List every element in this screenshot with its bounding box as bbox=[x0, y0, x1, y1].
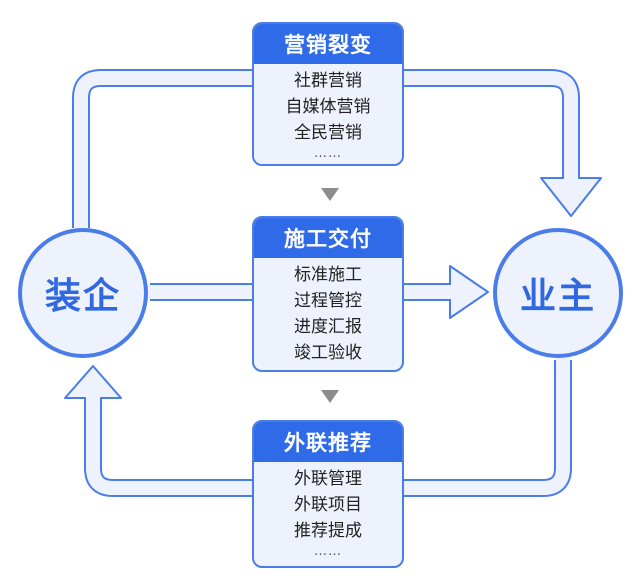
list-item: 标准施工 bbox=[294, 265, 362, 285]
referral-box-body: 外联管理 外联项目 推荐提成 …… bbox=[254, 462, 402, 560]
list-item: 进度汇报 bbox=[294, 317, 362, 337]
list-item: 社群营销 bbox=[294, 71, 362, 91]
list-item: 过程管控 bbox=[294, 291, 362, 311]
list-item: 外联项目 bbox=[294, 495, 362, 515]
list-item: 竣工验收 bbox=[294, 343, 362, 363]
owner-node: 业主 bbox=[493, 228, 623, 358]
list-item: 全民营销 bbox=[294, 123, 362, 143]
referral-box-title: 外联推荐 bbox=[254, 422, 402, 462]
arrow-right-to-owner bbox=[449, 265, 489, 319]
company-node-label: 装企 bbox=[44, 276, 121, 317]
delivery-box: 施工交付 标准施工 过程管控 进度汇报 竣工验收 bbox=[252, 216, 404, 372]
delivery-box-body: 标准施工 过程管控 进度汇报 竣工验收 bbox=[254, 258, 402, 366]
more-ellipsis: …… bbox=[314, 146, 342, 161]
owner-node-label: 业主 bbox=[519, 276, 596, 317]
arrow-down-to-owner bbox=[540, 177, 602, 217]
list-item: 推荐提成 bbox=[294, 521, 362, 541]
step-down-arrow-2 bbox=[321, 390, 339, 403]
marketing-box-title: 营销裂变 bbox=[254, 24, 402, 64]
arrow-up-to-company bbox=[64, 365, 122, 399]
list-item: 外联管理 bbox=[294, 469, 362, 489]
delivery-box-title: 施工交付 bbox=[254, 218, 402, 258]
referral-box: 外联推荐 外联管理 外联项目 推荐提成 …… bbox=[252, 420, 404, 568]
list-item: 自媒体营销 bbox=[285, 97, 371, 117]
marketing-box-body: 社群营销 自媒体营销 全民营销 …… bbox=[254, 64, 402, 162]
more-ellipsis: …… bbox=[314, 544, 342, 559]
step-down-arrow-1 bbox=[321, 188, 339, 201]
marketing-box: 营销裂变 社群营销 自媒体营销 全民营销 …… bbox=[252, 22, 404, 166]
company-node: 装企 bbox=[18, 228, 148, 358]
